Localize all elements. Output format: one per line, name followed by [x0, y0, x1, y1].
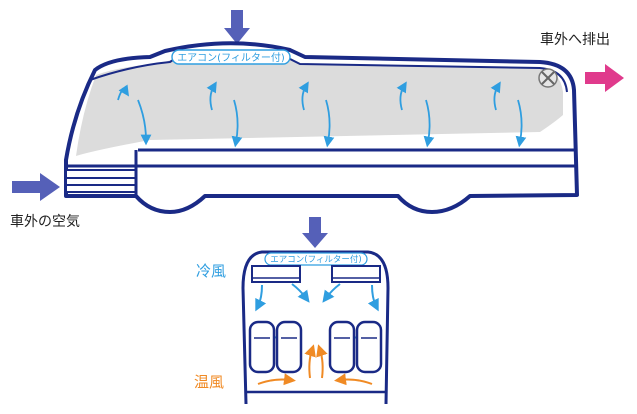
warm-air-label: 温風 — [194, 373, 224, 391]
exhaust-arrow — [585, 64, 624, 92]
ac-filter-label-front: エアコン(フィルター付) — [264, 252, 368, 266]
bus-side-view: エアコン(フィルター付) 車外へ排出 — [10, 10, 624, 230]
outside-air-label: 車外の空気 — [10, 213, 80, 230]
warm-air-arrows — [257, 344, 373, 386]
seat — [355, 320, 383, 374]
seat — [275, 320, 303, 374]
outside-air-arrow — [12, 173, 60, 201]
cold-airflow-arrows — [117, 81, 527, 148]
right-ac-duct — [331, 265, 381, 283]
svg-text:エアコン(フィルター付): エアコン(フィルター付) — [270, 254, 361, 265]
cold-air-label: 冷風 — [196, 262, 226, 280]
exhaust-label: 車外へ排出 — [540, 31, 610, 48]
bus-front-view: エアコン(フィルター付) — [194, 217, 390, 405]
left-ac-duct — [251, 265, 301, 283]
cabin-air-zone — [76, 51, 563, 156]
exhaust-fan-icon — [538, 68, 558, 88]
front-bumper — [65, 169, 137, 193]
ac-filter-label-side: エアコン(フィルター付) — [171, 49, 291, 65]
svg-text:エアコン(フィルター付): エアコン(フィルター付) — [177, 51, 285, 64]
front-intake-arrow — [302, 217, 328, 248]
seat — [248, 320, 276, 374]
top-intake-arrow — [224, 10, 250, 44]
seats — [248, 320, 383, 374]
seat — [328, 320, 356, 374]
